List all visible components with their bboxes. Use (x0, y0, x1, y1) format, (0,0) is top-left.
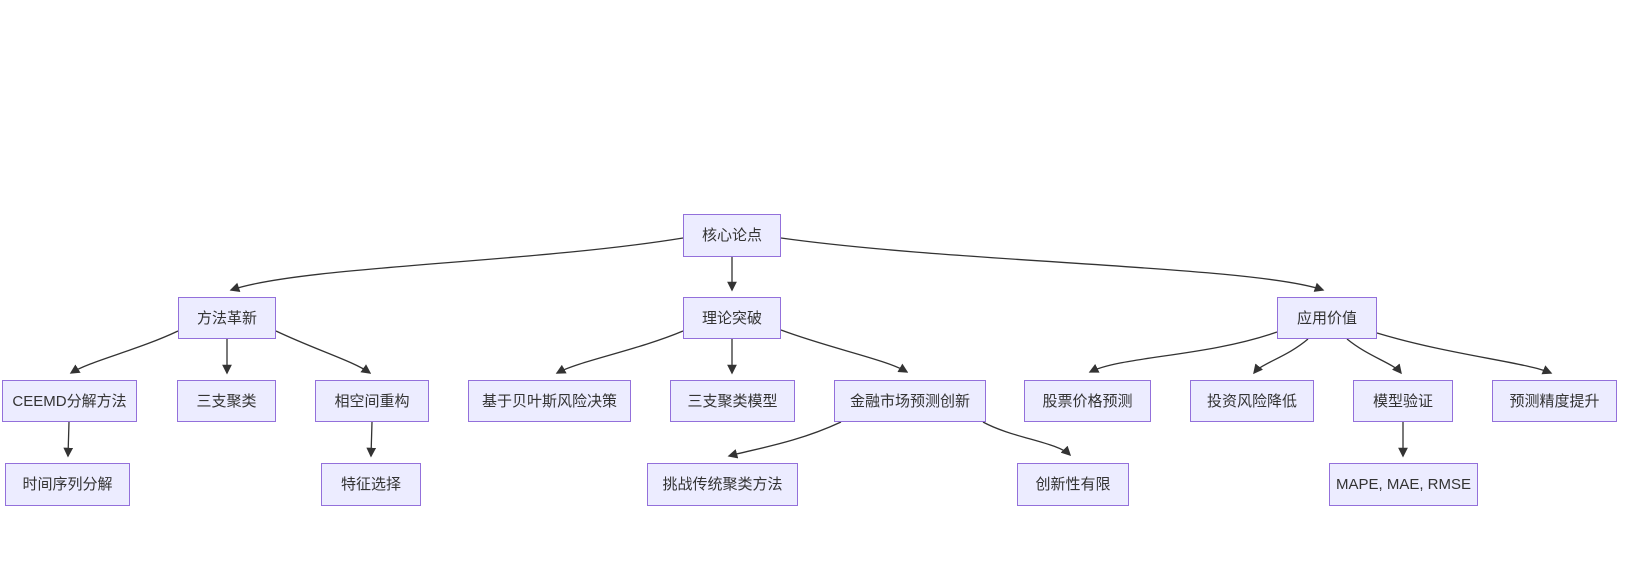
edge-application-accuracy (1376, 332, 1553, 375)
node-accuracy: 预测精度提升 (1492, 380, 1617, 422)
edge-ceemd-timeseries (63, 421, 74, 458)
edge-method-phasespace (275, 330, 372, 374)
node-theory: 理论突破 (683, 297, 781, 339)
edge-application-invest (1253, 338, 1309, 375)
node-three-way: 三支聚类 (177, 380, 276, 422)
edge-finance-challenge (727, 421, 842, 459)
edge-theory-bayes (555, 330, 684, 374)
node-bayes: 基于贝叶斯风险决策 (468, 380, 631, 422)
node-ceemd: CEEMD分解方法 (2, 380, 137, 422)
edge-core-method (229, 237, 684, 292)
node-feature: 特征选择 (321, 463, 421, 506)
node-limited: 创新性有限 (1017, 463, 1129, 506)
node-metrics: MAPE, MAE, RMSE (1329, 463, 1478, 506)
node-three-way-model: 三支聚类模型 (670, 380, 795, 422)
edge-phasespace-feature (366, 421, 377, 458)
edge-method-ceemd (69, 330, 179, 374)
edge-finance-limited (982, 421, 1072, 457)
node-invest: 投资风险降低 (1190, 380, 1314, 422)
edge-theory-finance (780, 329, 909, 373)
node-stock: 股票价格预测 (1024, 380, 1151, 422)
node-core: 核心论点 (683, 214, 781, 257)
node-time-series: 时间序列分解 (5, 463, 130, 506)
edge-application-stock (1088, 331, 1278, 373)
edge-application-modelvalid (1346, 338, 1402, 375)
node-model-valid: 模型验证 (1353, 380, 1453, 422)
node-application: 应用价值 (1277, 297, 1377, 339)
edge-core-application (780, 237, 1325, 292)
node-method: 方法革新 (178, 297, 276, 339)
node-finance: 金融市场预测创新 (834, 380, 986, 422)
node-challenge: 挑战传统聚类方法 (647, 463, 798, 506)
node-phase-space: 相空间重构 (315, 380, 429, 422)
